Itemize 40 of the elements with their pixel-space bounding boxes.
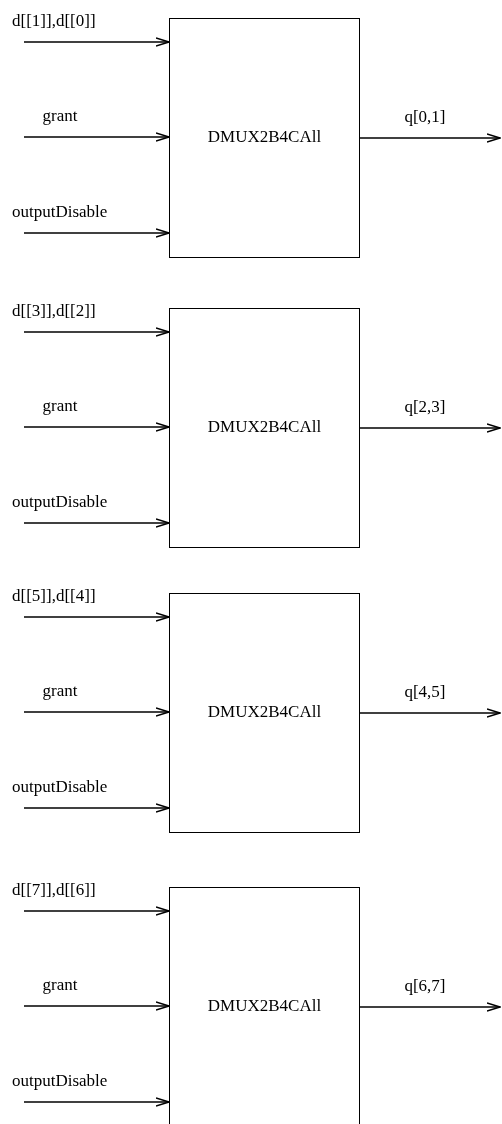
signal-arrow <box>23 1001 170 1011</box>
signal-arrow <box>23 612 170 622</box>
signal-label: d[[7]],d[[6]] <box>12 881 96 898</box>
signal-label: outputDisable <box>12 1072 108 1089</box>
signal-label: grant <box>42 107 78 124</box>
signal-arrow <box>359 708 501 718</box>
signal-label: grant <box>42 976 78 993</box>
signal-label: grant <box>42 682 78 699</box>
signal-arrow <box>23 37 170 47</box>
signal-label: outputDisable <box>12 778 108 795</box>
signal-label: d[[5]],d[[4]] <box>12 587 96 604</box>
block-box <box>169 18 360 258</box>
signal-label: outputDisable <box>12 203 108 220</box>
signal-label: outputDisable <box>12 493 108 510</box>
signal-arrow <box>23 906 170 916</box>
block-box <box>169 308 360 548</box>
signal-label: q[4,5] <box>404 683 446 700</box>
signal-label: d[[1]],d[[0]] <box>12 12 96 29</box>
signal-arrow <box>23 803 170 813</box>
block-label: DMUX2B4CAll <box>206 996 323 1016</box>
signal-arrow <box>23 327 170 337</box>
signal-label: q[0,1] <box>404 108 446 125</box>
signal-label: grant <box>42 397 78 414</box>
block-label: DMUX2B4CAll <box>206 417 323 437</box>
signal-arrow <box>23 518 170 528</box>
signal-arrow <box>359 133 501 143</box>
signal-arrow <box>23 422 170 432</box>
signal-arrow <box>359 1002 501 1012</box>
signal-arrow <box>359 423 501 433</box>
signal-label: q[6,7] <box>404 977 446 994</box>
signal-arrow <box>23 1097 170 1107</box>
signal-arrow <box>23 707 170 717</box>
signal-label: d[[3]],d[[2]] <box>12 302 96 319</box>
block-box <box>169 887 360 1124</box>
block-label: DMUX2B4CAll <box>206 127 323 147</box>
block-box <box>169 593 360 833</box>
signal-label: q[2,3] <box>404 398 446 415</box>
block-label: DMUX2B4CAll <box>206 702 323 722</box>
signal-arrow <box>23 228 170 238</box>
signal-arrow <box>23 132 170 142</box>
